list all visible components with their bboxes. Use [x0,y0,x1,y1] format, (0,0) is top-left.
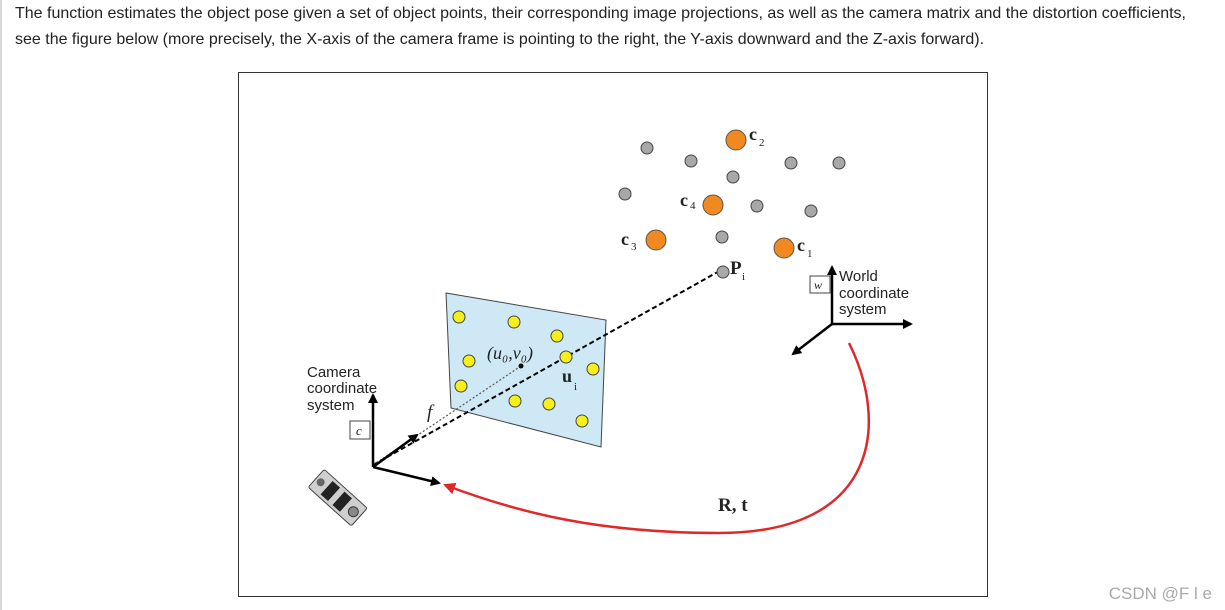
c2-label: c [749,124,757,144]
principal-point [518,363,524,369]
object-point [804,204,818,218]
camera-x-axis [372,465,441,486]
image-point-label: u [562,366,572,386]
image-point [586,362,600,376]
image-plane [445,292,607,448]
c4-subscript: 4 [690,200,696,212]
object-point-subscript: i [742,271,745,283]
c1-label: c [797,235,805,255]
world-label-line2: coordinate [839,285,909,302]
image-points [452,310,600,428]
image-point [507,315,521,329]
object-point [832,156,846,170]
image-point-subscript: i [574,381,577,393]
transform-label: R, t [718,495,748,516]
projection-ray-to-object-point [372,268,724,466]
camera-label-line1: Camera [307,364,361,381]
image-point [462,354,476,368]
object-point [784,156,798,170]
camera-label-line3: system [307,397,355,414]
world-label-line1: World [839,268,878,285]
pose-estimation-figure: c Camera coordinate system f (u₀,v₀) u i [238,72,988,597]
camera-z-axis [372,433,419,469]
object-point [750,199,764,213]
c4-label: c [680,190,688,210]
camera-icon [308,469,367,526]
world-z-axis [791,323,833,356]
c3-label: c [621,229,629,249]
object-point [715,230,729,244]
description-paragraph: The function estimates the object pose g… [15,5,1186,48]
image-point [452,310,466,324]
object-point-label: P [730,258,742,279]
control-point-c2 [725,129,747,151]
c2-subscript: 2 [759,137,765,149]
c3-subscript: 3 [631,241,637,253]
left-border-rule [0,0,2,610]
object-point [726,170,740,184]
image-point [508,394,522,408]
csdn-watermark: CSDN @F l e [1108,584,1212,603]
control-point-c4 [702,194,724,216]
focal-label: f [427,402,435,423]
control-points [645,129,795,259]
rt-transform-arrow [443,342,871,535]
image-point [454,379,468,393]
figure-svg: c Camera coordinate system f (u₀,v₀) u i [307,124,913,535]
control-point-c1 [773,237,795,259]
image-point [575,414,589,428]
camera-frame-letter: c [356,423,362,438]
image-point [559,350,573,364]
camera-label-line2: coordinate [307,380,377,397]
camera-frame-box [349,420,371,440]
object-point [618,187,632,201]
principal-point-label: (u₀,v₀) [487,343,533,364]
world-frame-box [809,275,831,294]
image-point [550,329,564,343]
image-point [542,397,556,411]
world-frame-letter: w [814,278,822,292]
world-label-line3: system [839,301,887,318]
c1-subscript: 1 [807,248,813,260]
object-point [684,154,698,168]
control-point-c3 [645,229,667,251]
object-point [716,265,730,279]
object-point [640,141,654,155]
object-points [618,141,846,279]
